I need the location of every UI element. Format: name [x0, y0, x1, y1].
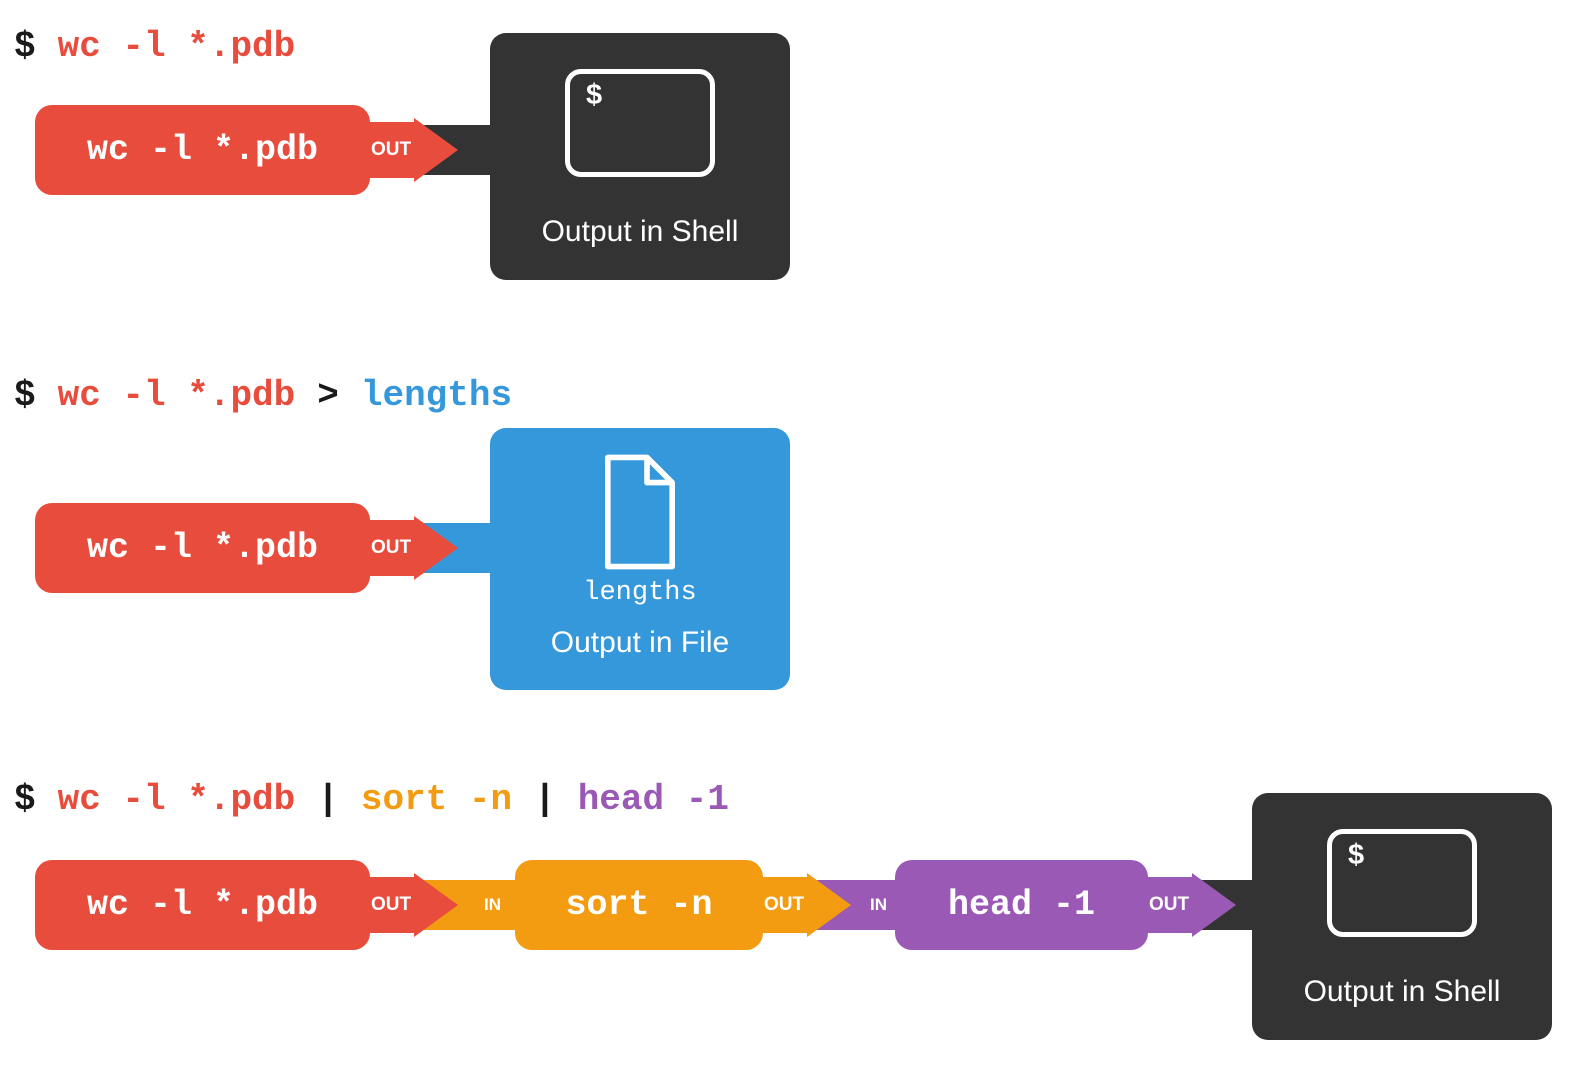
command-box-label: sort -n — [565, 885, 713, 925]
terminal-prompt: $ — [1348, 839, 1365, 871]
command-token-head: head -1 — [577, 779, 729, 820]
file-name: lengths — [583, 578, 697, 608]
command-token-wc: wc -l *.pdb — [57, 26, 296, 67]
shell-prompt: $ — [14, 375, 36, 416]
redirect-operator: > — [317, 375, 339, 416]
out-label: OUT — [763, 894, 805, 915]
command-token-sort: sort -n — [360, 779, 513, 820]
out-tab: OUT — [1146, 877, 1192, 933]
arrow-right-icon — [807, 873, 851, 937]
shell-prompt: $ — [14, 779, 36, 820]
redirect-target: lengths — [360, 375, 513, 416]
out-tab: OUT — [368, 122, 414, 178]
out-label: OUT — [370, 139, 412, 160]
sink-caption: Output in File — [550, 626, 730, 659]
arrow-right-icon — [414, 118, 458, 182]
command-box-label: wc -l *.pdb — [86, 528, 319, 568]
command-box-wc: wc -l *.pdb — [35, 503, 370, 593]
out-tab: OUT — [761, 877, 807, 933]
pipe-operator: | — [534, 779, 556, 820]
command-box-label: head -1 — [947, 885, 1096, 925]
command-box-wc: wc -l *.pdb — [35, 105, 370, 195]
command-token-wc: wc -l *.pdb — [57, 779, 296, 820]
terminal-icon: $ — [1327, 829, 1477, 937]
out-tab: OUT — [368, 520, 414, 576]
command-line: $ wc -l *.pdb | sort -n | head -1 — [14, 778, 729, 822]
sink-caption: Output in Shell — [1303, 975, 1501, 1008]
shell-output-box: $ Output in Shell — [1252, 793, 1552, 1040]
command-box-label: wc -l *.pdb — [86, 130, 319, 170]
shell-prompt: $ — [14, 26, 36, 67]
arrow-right-icon — [414, 516, 458, 580]
out-label: OUT — [370, 537, 412, 558]
shell-output-box: $ Output in Shell — [490, 33, 790, 280]
in-label: IN — [870, 895, 887, 914]
terminal-prompt: $ — [586, 79, 603, 111]
arrow-right-icon — [1192, 873, 1236, 937]
out-tab: OUT — [368, 877, 414, 933]
in-label: IN — [484, 895, 501, 914]
file-output-box: lengths Output in File — [490, 428, 790, 690]
out-label: OUT — [370, 894, 412, 915]
pipe-operator: | — [317, 779, 339, 820]
command-token-wc: wc -l *.pdb — [57, 375, 296, 416]
file-icon — [605, 454, 675, 570]
out-label: OUT — [1148, 894, 1190, 915]
command-box-sort: sort -n — [515, 860, 763, 950]
command-box-wc: wc -l *.pdb — [35, 860, 370, 950]
sink-caption: Output in Shell — [541, 215, 739, 248]
command-box-label: wc -l *.pdb — [86, 885, 319, 925]
command-line: $ wc -l *.pdb > lengths — [14, 374, 512, 418]
command-line: $ wc -l *.pdb — [14, 25, 295, 69]
arrow-right-icon — [414, 873, 458, 937]
command-box-head: head -1 — [895, 860, 1148, 950]
terminal-icon: $ — [565, 69, 715, 177]
